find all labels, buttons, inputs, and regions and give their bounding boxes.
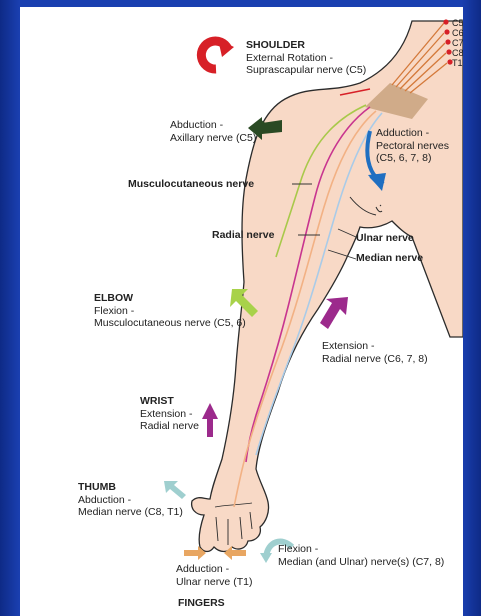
wrist-line2: Radial nerve <box>140 420 199 433</box>
finger-flexion-label: Flexion - Median (and Ulnar) nerve(s) (C… <box>278 543 444 568</box>
root-label-c8: C8 <box>452 49 463 58</box>
root-label-c7: C7 <box>452 39 463 48</box>
wrist-line1: Extension - <box>140 408 199 421</box>
elbow-label: ELBOW Flexion - Musculocutaneous nerve (… <box>94 292 246 330</box>
thumb-label: THUMB Abduction - Median nerve (C8, T1) <box>78 481 183 519</box>
shoulder-label: SHOULDER External Rotation - Suprascapul… <box>246 39 366 77</box>
elbow-line1: Flexion - <box>94 305 246 318</box>
abduction-line1: Abduction - <box>170 119 256 132</box>
elbow-line2: Musculocutaneous nerve (C5, 6) <box>94 317 246 330</box>
finger-adduction-label: Adduction - Ulnar nerve (T1) <box>176 563 252 588</box>
finger-adduction-line2: Ulnar nerve (T1) <box>176 576 252 589</box>
musculocutaneous-nerve-label: Musculocutaneous nerve <box>128 178 254 191</box>
thumb-line2: Median nerve (C8, T1) <box>78 506 183 519</box>
root-label-c6: C6 <box>452 29 463 38</box>
finger-flexion-line1: Flexion - <box>278 543 444 556</box>
finger-adduction-line1: Adduction - <box>176 563 252 576</box>
shoulder-title: SHOULDER <box>246 39 366 52</box>
adduction-line3: (C5, 6, 7, 8) <box>376 152 449 165</box>
external-rotation-arrow <box>201 39 234 69</box>
finger-flexion-line2: Median (and Ulnar) nerve(s) (C7, 8) <box>278 556 444 569</box>
root-label-t1: T1 <box>452 59 463 68</box>
shoulder-line2: Suprascapular nerve (C5) <box>246 64 366 77</box>
wrist-extension-arrow <box>202 403 218 437</box>
abduction-label: Abduction - Axillary nerve (C5) <box>170 119 256 144</box>
root-label-c5: C5 <box>452 19 463 28</box>
adduction-line2: Pectoral nerves <box>376 140 449 153</box>
extension-label: Extension - Radial nerve (C6, 7, 8) <box>322 340 428 365</box>
radial-nerve-label: Radial nerve <box>212 229 274 242</box>
median-nerve-label: Median nerve <box>356 252 423 265</box>
diagram-panel: C5 C6 C7 C8 T1 SHOULDER External Rotatio… <box>20 7 463 616</box>
adduction-label: Adduction - Pectoral nerves (C5, 6, 7, 8… <box>376 127 449 165</box>
fingers-title: FINGERS <box>178 597 225 610</box>
elbow-title: ELBOW <box>94 292 246 305</box>
abduction-line2: Axillary nerve (C5) <box>170 132 256 145</box>
shoulder-line1: External Rotation - <box>246 52 366 65</box>
extension-line2: Radial nerve (C6, 7, 8) <box>322 353 428 366</box>
ulnar-nerve-label: Ulnar nerve <box>356 232 414 245</box>
wrist-label: WRIST Extension - Radial nerve <box>140 395 199 433</box>
thumb-title: THUMB <box>78 481 183 494</box>
wrist-title: WRIST <box>140 395 199 408</box>
adduction-line1: Adduction - <box>376 127 449 140</box>
elbow-extension-arrow <box>320 297 348 329</box>
thumb-line1: Abduction - <box>78 494 183 507</box>
extension-line1: Extension - <box>322 340 428 353</box>
